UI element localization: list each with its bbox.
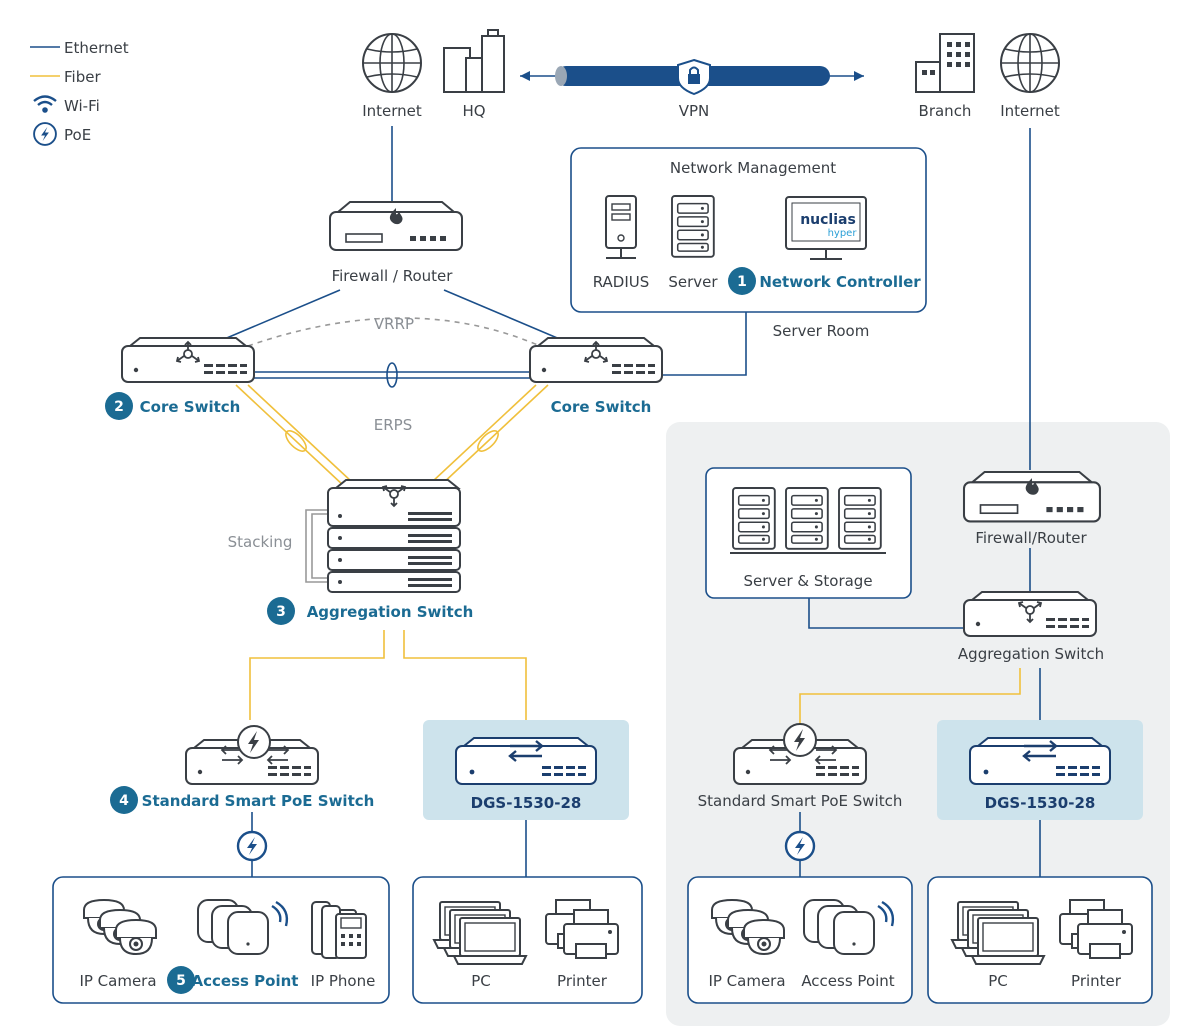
badge-5-num: 5 — [176, 973, 186, 989]
branch-building-icon — [915, 33, 975, 93]
hq-label: HQ — [462, 102, 485, 120]
hq-access-point-label: Access Point — [192, 972, 299, 990]
core-switch-right-device — [529, 337, 663, 383]
legend-poe: PoE — [64, 126, 91, 144]
access-point-icon — [197, 899, 289, 955]
ip-phone-label: IP Phone — [311, 972, 376, 990]
hq-poe-switch-device — [185, 725, 319, 785]
hq-links — [221, 126, 747, 878]
badge-4 — [110, 786, 138, 814]
radius-label: RADIUS — [593, 273, 650, 291]
vpn-tunnel — [520, 58, 864, 96]
badge-4-num: 4 — [119, 793, 129, 809]
network-management-title: Network Management — [670, 159, 836, 177]
hq-poe-switch-label: Standard Smart PoE Switch — [142, 792, 375, 810]
badge-5 — [167, 966, 195, 994]
poe-bolt-icon — [784, 830, 816, 862]
hq-printer-label: Printer — [557, 972, 608, 990]
branch-label: Branch — [919, 102, 972, 120]
hq-pc-label: PC — [471, 972, 491, 990]
stacking-label: Stacking — [228, 533, 293, 551]
server-room-box — [570, 147, 927, 313]
hq-dgs-switch-device — [454, 736, 598, 786]
vrrp-label: VRRP — [374, 315, 414, 333]
network-controller-label: Network Controller — [759, 273, 921, 291]
hq-firewall-device — [329, 201, 463, 251]
branch-poe-switch-device — [733, 723, 867, 785]
hq-dgs-label: DGS-1530-28 — [471, 794, 582, 812]
branch-firewall-label: Firewall/Router — [975, 529, 1087, 547]
erps-label: ERPS — [374, 416, 412, 434]
badge-3 — [267, 597, 295, 625]
core-switch-right-label: Core Switch — [551, 398, 652, 416]
server-room-label: Server Room — [773, 322, 870, 340]
branch-aggregation-label: Aggregation Switch — [958, 645, 1104, 663]
branch-poe-switch-label: Standard Smart PoE Switch — [698, 792, 903, 810]
badge-1-num: 1 — [737, 274, 747, 290]
branch-access-point-label: Access Point — [801, 972, 894, 990]
badge-3-num: 3 — [276, 604, 286, 620]
internet-right-label: Internet — [1000, 102, 1060, 120]
badge-1 — [728, 267, 756, 295]
aggregation-stack-device — [305, 479, 461, 593]
lock-shield-icon — [677, 58, 711, 96]
badge-2 — [105, 392, 133, 420]
legend-wifi: Wi-Fi — [64, 97, 100, 115]
branch-dgs-switch-device — [968, 736, 1112, 786]
server-tower-icon — [671, 195, 715, 258]
core-switch-left-label: Core Switch — [140, 398, 241, 416]
globe-icon — [1000, 33, 1060, 93]
nuclias-logo: nuclias — [800, 212, 856, 228]
globe-icon — [362, 33, 422, 93]
branch-firewall-device — [962, 470, 1101, 523]
hq-ip-camera-label: IP Camera — [79, 972, 156, 990]
legend-ethernet: Ethernet — [64, 39, 129, 57]
legend-fiber: Fiber — [64, 68, 101, 86]
branch-dgs-label: DGS-1530-28 — [985, 794, 1096, 812]
hq-firewall-label: Firewall / Router — [332, 267, 454, 285]
poe-bolt-icon — [236, 830, 268, 862]
radius-server-icon — [605, 195, 637, 259]
badge-2-num: 2 — [114, 399, 124, 415]
branch-ip-camera-label: IP Camera — [708, 972, 785, 990]
internet-left-label: Internet — [362, 102, 422, 120]
branch-printer-label: Printer — [1071, 972, 1122, 990]
poe-icon — [33, 122, 57, 146]
branch-aggregation-device — [963, 591, 1097, 637]
server-label: Server — [668, 273, 718, 291]
access-point-icon — [803, 899, 895, 955]
aggregation-switch-label: Aggregation Switch — [307, 603, 474, 621]
wifi-icon — [33, 95, 57, 113]
branch-pc-label: PC — [988, 972, 1008, 990]
nuclias-sub-logo: hyper — [828, 228, 858, 239]
core-switch-left-device — [121, 337, 255, 383]
hq-building-icon — [443, 29, 505, 93]
server-rack-icon — [730, 487, 886, 554]
vpn-label: VPN — [679, 102, 710, 120]
network-controller-monitor: nuclias hyper — [785, 196, 867, 260]
server-storage-label: Server & Storage — [743, 572, 872, 590]
legend: Ethernet Fiber Wi-Fi PoE — [30, 39, 129, 146]
